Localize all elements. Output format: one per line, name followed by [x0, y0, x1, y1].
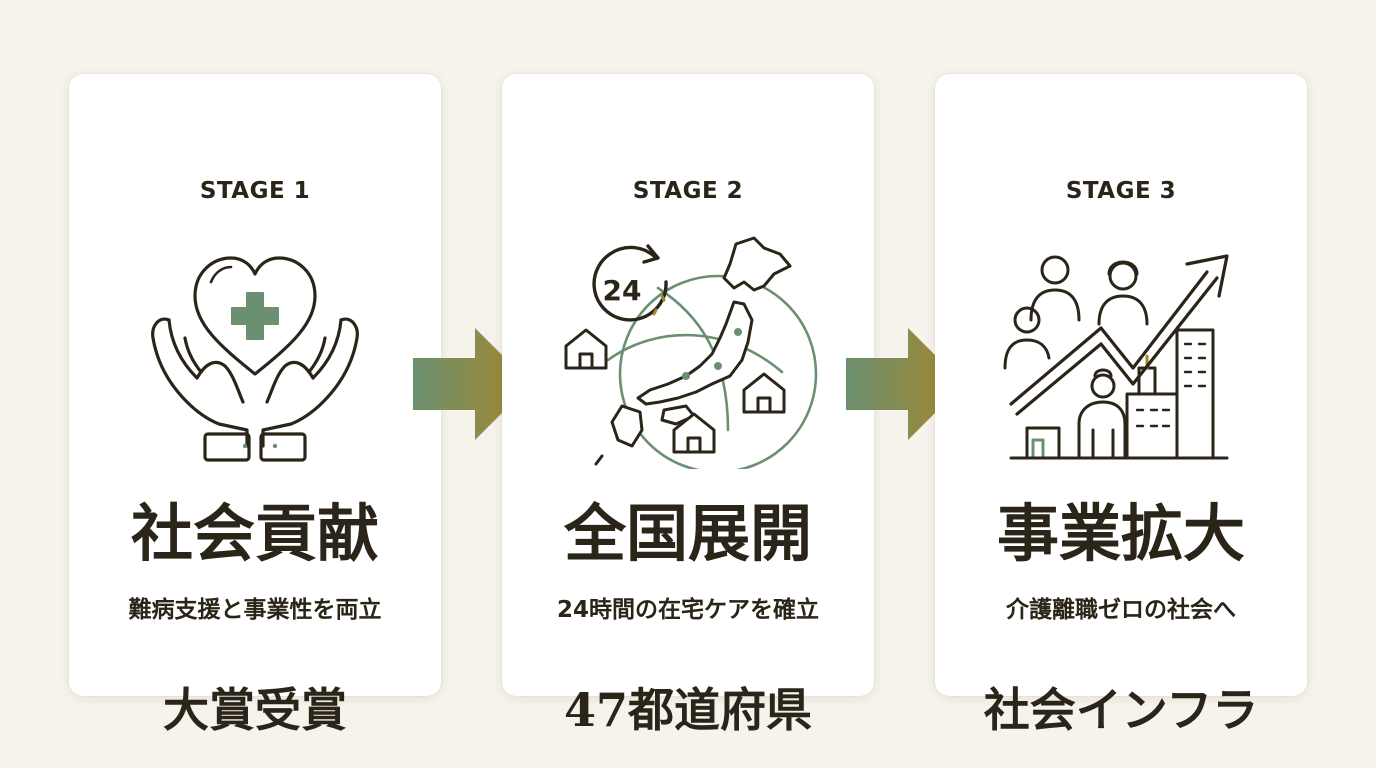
japan-map-24h-icon: 24 [558, 234, 818, 469]
stage-label: STAGE 1 [199, 178, 311, 204]
clock-24-text: 24 [603, 274, 642, 307]
stage-card-3: STAGE 3 [935, 74, 1307, 737]
stage-highlight: 社会インフラ [983, 683, 1259, 737]
stage-highlight: 大賞受賞 [163, 683, 347, 737]
stage-subtitle: 難病支援と事業性を両立 [128, 597, 382, 623]
people-growth-chart-icon [991, 234, 1251, 469]
stage-highlight: 47都道府県 [563, 683, 812, 737]
stage-label: STAGE 2 [632, 178, 744, 204]
stage-card-2: STAGE 2 [502, 74, 874, 737]
stage-subtitle: 介護離職ゼロの社会へ [1006, 597, 1236, 623]
stage-subtitle: 24時間の在宅ケアを確立 [556, 597, 819, 623]
arrow-right-icon [846, 328, 966, 440]
stage-card-1: STAGE 1 [69, 74, 441, 737]
stage-title: 全国展開 [563, 497, 812, 570]
hands-heart-cross-icon [125, 234, 385, 469]
stage-title: 社会貢献 [130, 497, 379, 570]
arrow-right-icon [413, 328, 533, 440]
stage-label: STAGE 3 [1065, 178, 1177, 204]
stage-title: 事業拡大 [996, 497, 1245, 570]
